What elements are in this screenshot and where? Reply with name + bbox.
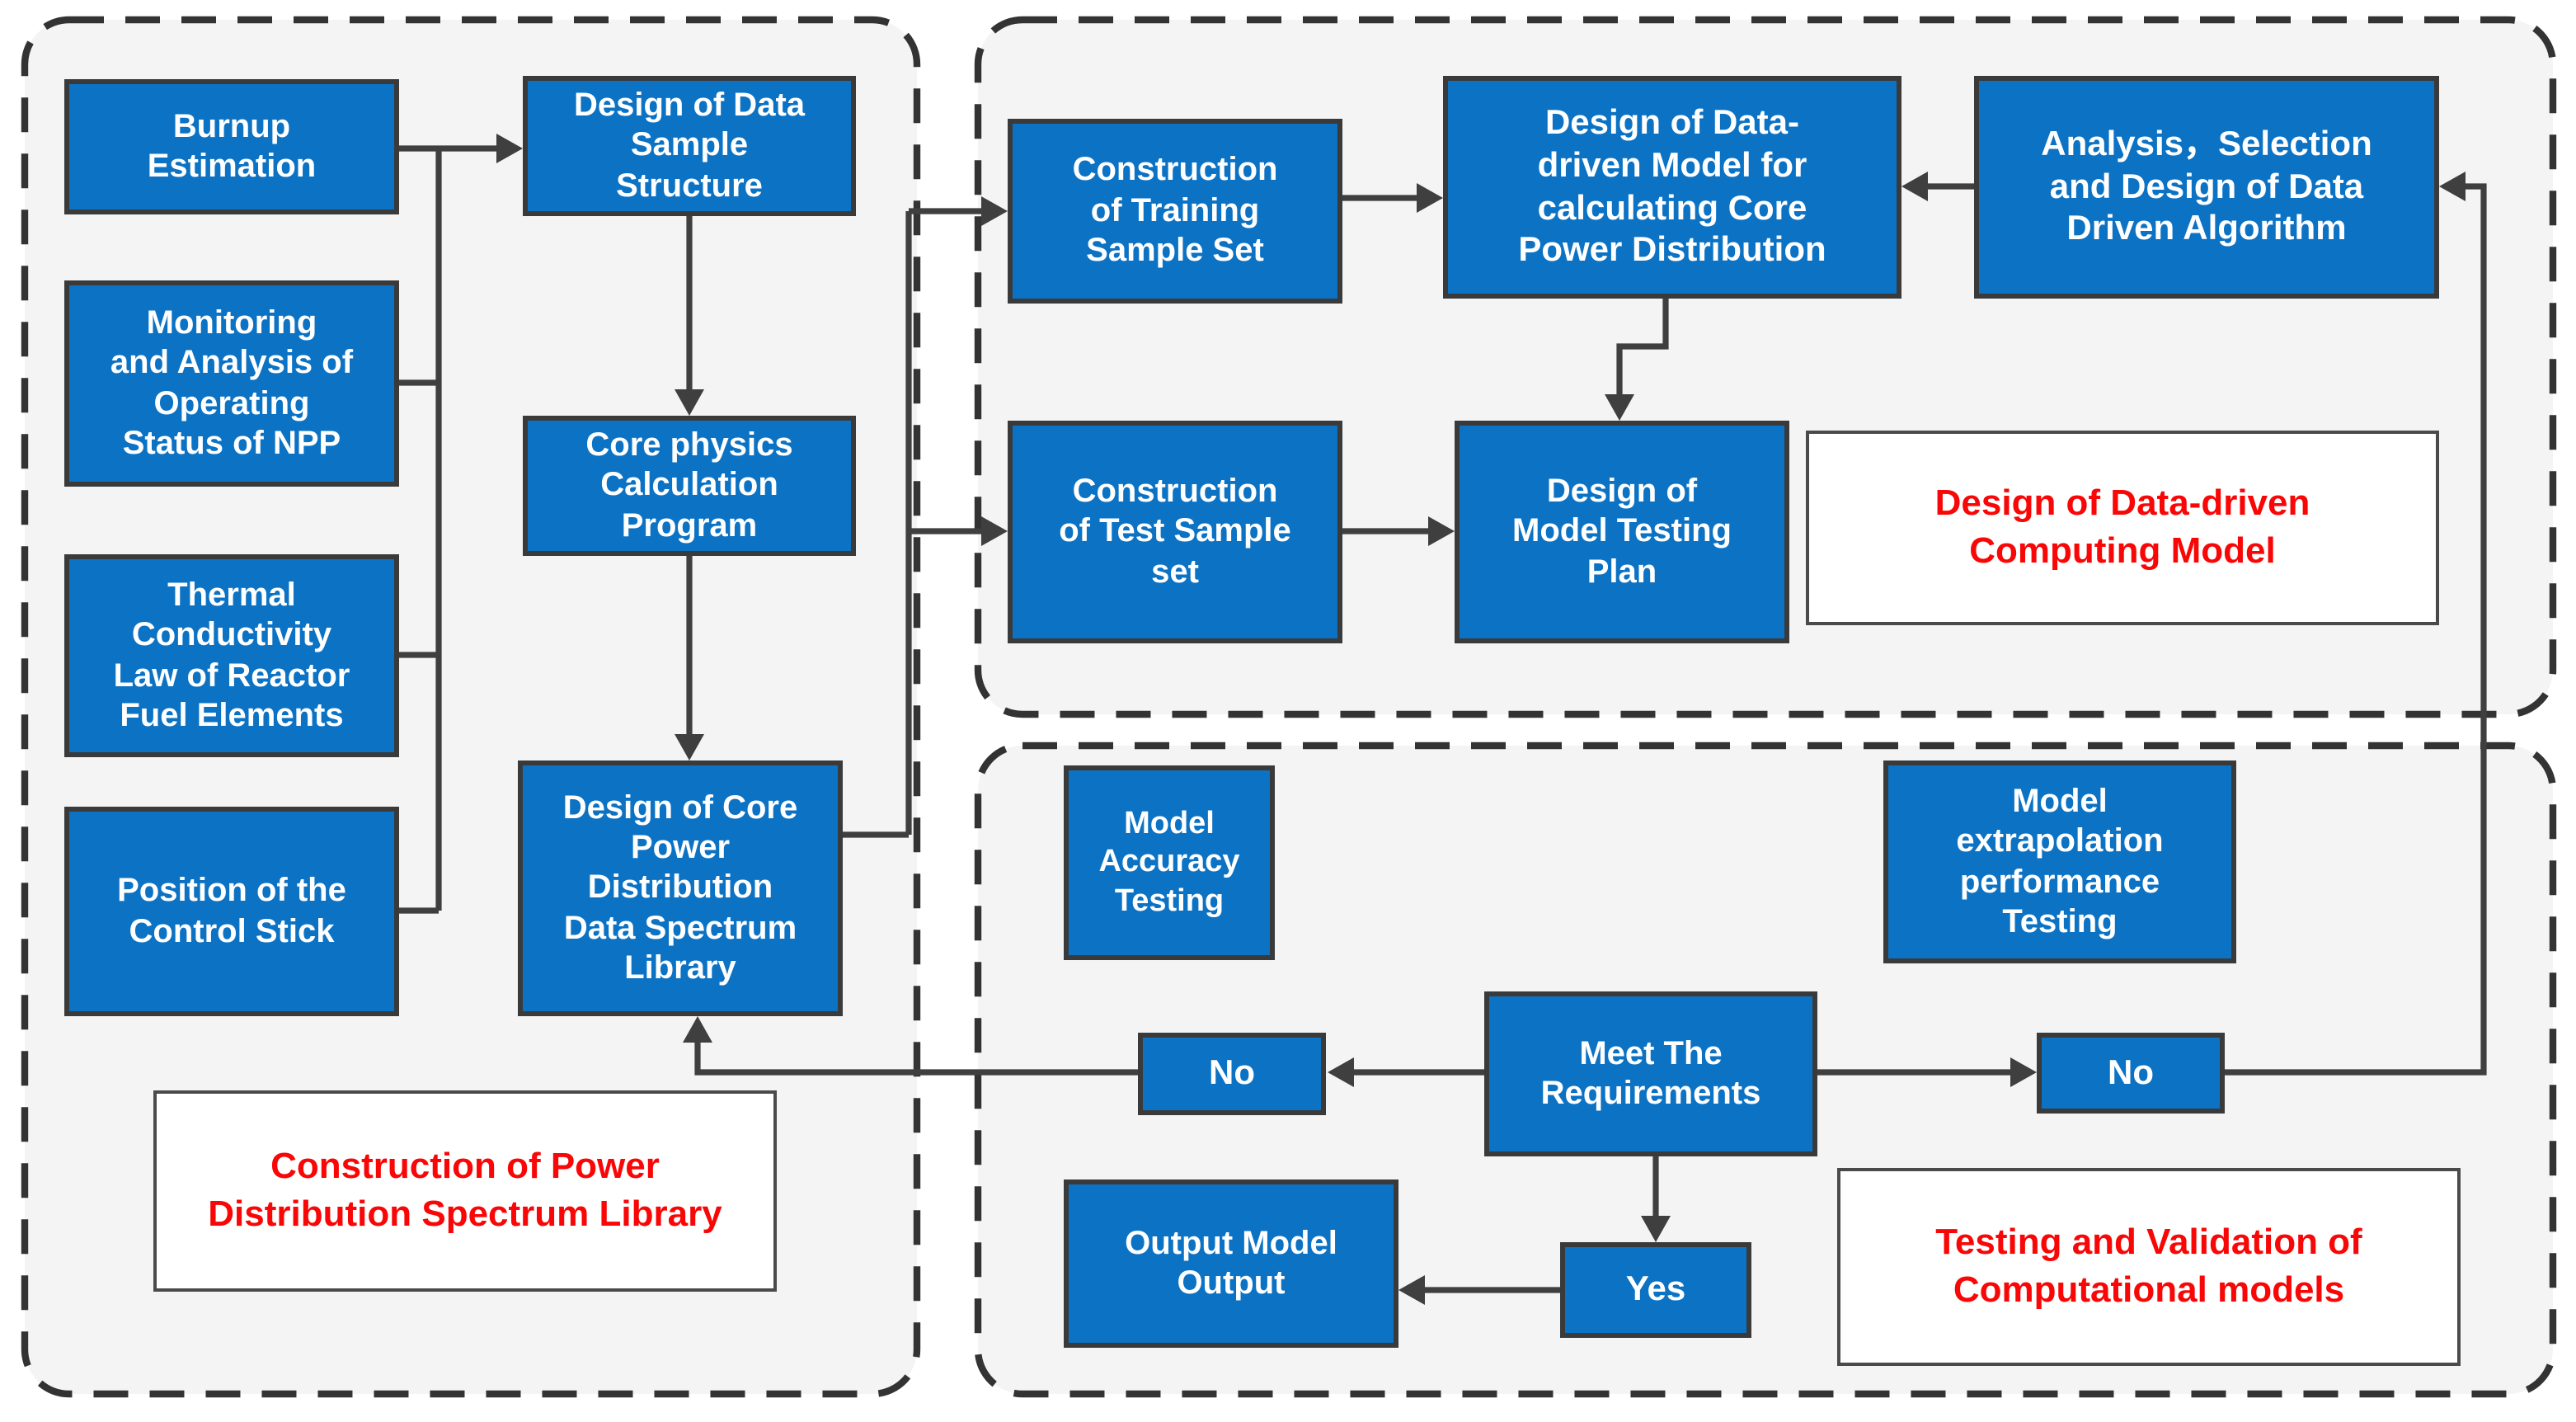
arrowhead: [1901, 172, 1928, 201]
node-meet-requirements: Meet The Requirements: [1484, 991, 1817, 1156]
node-algorithm-design: Analysis，Selection and Design of Data Dr…: [1974, 76, 2439, 299]
arrowhead: [675, 734, 704, 760]
label-testing-validation-group: Testing and Validation of Computational …: [1837, 1168, 2461, 1366]
node-model-accuracy-testing: Model Accuracy Testing: [1064, 765, 1275, 960]
arrowhead: [675, 389, 704, 416]
arrow-model-to-testing-plan: [1616, 299, 1669, 398]
node-data-sample-structure: Design of Data Sample Structure: [523, 76, 856, 216]
node-test-sample-set: Construction of Test Sample set: [1008, 421, 1342, 643]
arrowhead: [1605, 394, 1634, 421]
feedback-no-left-to-library: [694, 1039, 1138, 1076]
arrowhead: [1641, 1216, 1671, 1242]
arrowhead: [2439, 172, 2466, 201]
node-data-driven-model: Design of Data- driven Model for calcula…: [1443, 76, 1901, 299]
node-output-model-output: Output Model Output: [1064, 1180, 1398, 1348]
arrowhead: [1328, 1057, 1354, 1087]
node-thermal-conductivity-law: Thermal Conductivity Law of Reactor Fuel…: [64, 554, 399, 757]
arrowhead: [1417, 183, 1443, 213]
node-no-left: No: [1138, 1033, 1326, 1115]
node-monitoring-npp-status: Monitoring and Analysis of Operating Sta…: [64, 280, 399, 487]
node-control-stick-position: Position of the Control Stick: [64, 807, 399, 1016]
node-yes: Yes: [1560, 1242, 1751, 1338]
node-no-right: No: [2037, 1033, 2225, 1114]
node-training-sample-set: Construction of Training Sample Set: [1008, 119, 1342, 304]
arrowhead: [2010, 1057, 2037, 1087]
feedback-no-right-to-algorithm: [2225, 183, 2487, 1076]
node-model-testing-plan: Design of Model Testing Plan: [1455, 421, 1789, 643]
label-computing-model-group: Design of Data-driven Computing Model: [1806, 431, 2439, 625]
node-spectrum-library-design: Design of Core Power Distribution Data S…: [518, 760, 843, 1016]
node-burnup-estimation: Burnup Estimation: [64, 79, 399, 214]
label-spectrum-library-group: Construction of Power Distribution Spect…: [153, 1090, 777, 1292]
arrowhead: [683, 1016, 712, 1043]
arrowhead: [496, 134, 523, 163]
arrowhead: [981, 516, 1008, 546]
arrowhead: [981, 196, 1008, 226]
node-extrapolation-testing: Model extrapolation performance Testing: [1883, 760, 2236, 963]
arrowhead: [1428, 516, 1455, 546]
arrowhead: [1398, 1275, 1425, 1305]
node-core-physics-program: Core physics Calculation Program: [523, 416, 856, 556]
